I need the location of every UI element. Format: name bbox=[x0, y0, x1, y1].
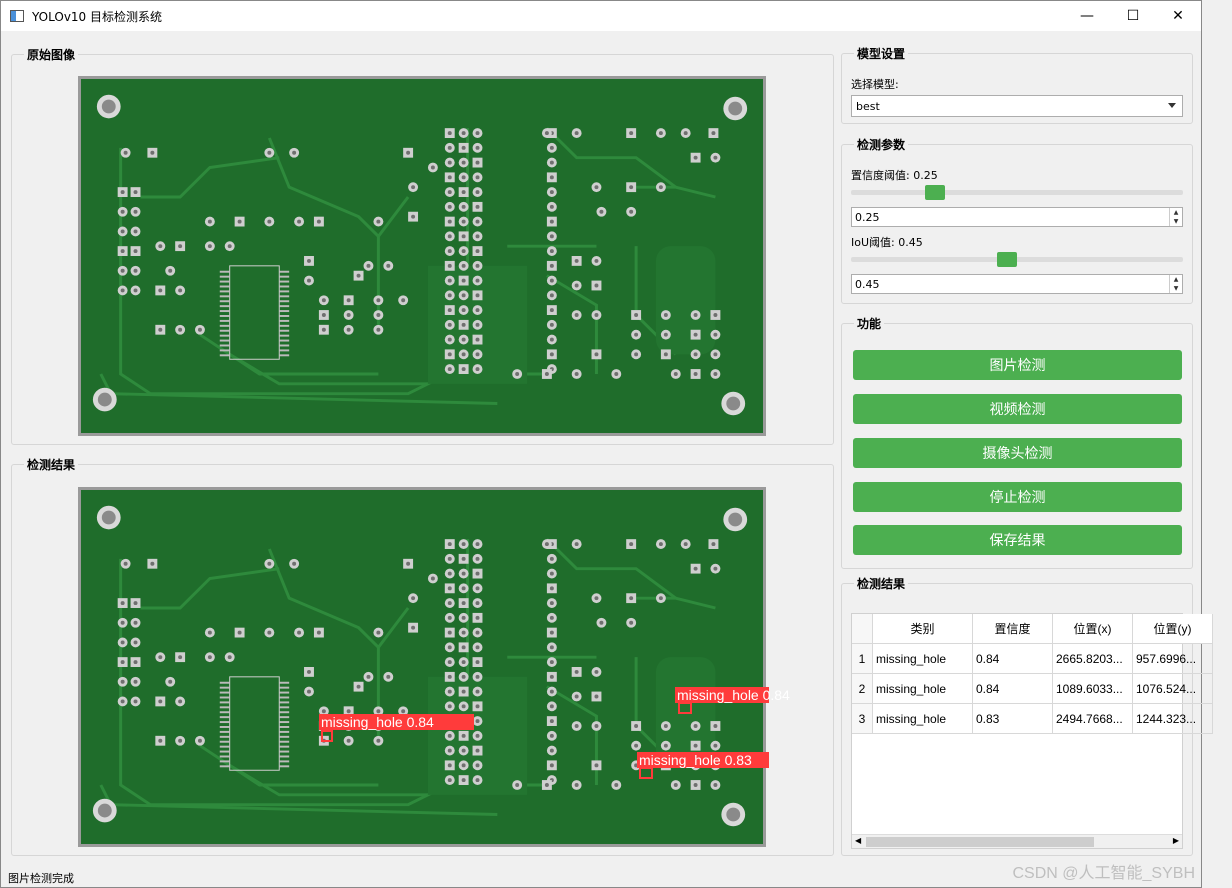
column-header[interactable]: 置信度 bbox=[973, 614, 1053, 644]
stop-detect-button[interactable]: 停止检测 bbox=[853, 482, 1182, 512]
results-table: 类别 置信度 位置(x) 位置(y) 1 missing_hole 0.84 2… bbox=[851, 613, 1213, 849]
table-header-row: 类别 置信度 位置(x) 位置(y) bbox=[852, 614, 1232, 644]
status-bar-text: 图片检测完成 bbox=[8, 872, 74, 885]
minimize-icon[interactable]: — bbox=[1080, 8, 1094, 24]
scrollbar-thumb[interactable] bbox=[866, 837, 1094, 847]
close-icon[interactable]: ✕ bbox=[1172, 8, 1184, 24]
model-select[interactable]: best bbox=[851, 95, 1183, 117]
detection-label: missing_hole 0.83 bbox=[637, 752, 769, 768]
result-image-group: 检测结果 missing_hole 0.84 missing_hole 0.84… bbox=[11, 456, 834, 856]
app-icon bbox=[10, 10, 24, 22]
result-image-title: 检测结果 bbox=[24, 456, 79, 473]
chevron-down-icon bbox=[1168, 103, 1176, 108]
maximize-icon[interactable]: ☐ bbox=[1126, 8, 1140, 24]
window-title: YOLOv10 目标检测系统 bbox=[32, 9, 163, 24]
model-select-value: best bbox=[856, 99, 880, 113]
detection-label: missing_hole 0.84 bbox=[675, 687, 790, 703]
cell-confidence: 0.84 bbox=[973, 644, 1053, 674]
detection-params-group: 检测参数 置信度阈值: 0.25 0.25 ▲▼ IoU阈值: 0.45 0.4… bbox=[841, 136, 1193, 304]
save-result-button[interactable]: 保存结果 bbox=[853, 525, 1182, 555]
column-header[interactable]: 类别 bbox=[873, 614, 973, 644]
table-row[interactable]: 2 missing_hole 0.84 1089.6033... 1076.52… bbox=[852, 674, 1232, 704]
detection-params-title: 检测参数 bbox=[854, 136, 909, 153]
function-group: 功能 图片检测 视频检测 摄像头检测 停止检测 保存结果 bbox=[841, 315, 1193, 569]
detection-box bbox=[678, 702, 692, 714]
column-header[interactable]: 位置(y) bbox=[1133, 614, 1213, 644]
cell-position-y: 957.6996... bbox=[1133, 644, 1213, 674]
cell-position-x: 2494.7668... bbox=[1053, 704, 1133, 734]
conf-threshold-label: 置信度阈值: 0.25 bbox=[851, 169, 938, 182]
conf-spinbox[interactable]: 0.25 ▲▼ bbox=[851, 207, 1183, 227]
cell-position-y: 1244.323... bbox=[1133, 704, 1213, 734]
function-title: 功能 bbox=[854, 315, 885, 332]
cell-class: missing_hole bbox=[873, 704, 973, 734]
cell-position-x: 1089.6033... bbox=[1053, 674, 1133, 704]
scroll-left-icon[interactable]: ◀ bbox=[855, 836, 862, 845]
cell-class: missing_hole bbox=[873, 674, 973, 704]
spin-arrows-icon[interactable]: ▲▼ bbox=[1169, 208, 1182, 226]
iou-slider[interactable] bbox=[851, 249, 1183, 269]
cell-position-y: 1076.524... bbox=[1133, 674, 1213, 704]
table-row[interactable]: 1 missing_hole 0.84 2665.8203... 957.699… bbox=[852, 644, 1232, 674]
image-detect-button[interactable]: 图片检测 bbox=[853, 350, 1182, 380]
cell-position-x: 2665.8203... bbox=[1053, 644, 1133, 674]
camera-detect-button[interactable]: 摄像头检测 bbox=[853, 438, 1182, 468]
horizontal-scrollbar[interactable]: ◀ ▶ bbox=[852, 834, 1182, 848]
cell-confidence: 0.84 bbox=[973, 674, 1053, 704]
conf-slider-track bbox=[851, 190, 1183, 195]
model-settings-group: 模型设置 选择模型: best bbox=[841, 45, 1193, 124]
conf-spinbox-value: 0.25 bbox=[855, 210, 880, 224]
detection-label: missing_hole 0.84 bbox=[319, 714, 474, 730]
iou-threshold-label: IoU阈值: 0.45 bbox=[851, 236, 923, 249]
row-index: 3 bbox=[852, 704, 873, 734]
detection-box bbox=[639, 767, 653, 779]
cell-confidence: 0.83 bbox=[973, 704, 1053, 734]
conf-slider[interactable] bbox=[851, 182, 1183, 202]
row-index: 1 bbox=[852, 644, 873, 674]
model-select-label: 选择模型: bbox=[851, 78, 899, 91]
results-table-title: 检测结果 bbox=[854, 575, 909, 592]
table-corner bbox=[852, 614, 873, 644]
iou-spinbox[interactable]: 0.45 ▲▼ bbox=[851, 274, 1183, 294]
spin-arrows-icon[interactable]: ▲▼ bbox=[1169, 275, 1182, 293]
table-row[interactable]: 3 missing_hole 0.83 2494.7668... 1244.32… bbox=[852, 704, 1232, 734]
video-detect-button[interactable]: 视频检测 bbox=[853, 394, 1182, 424]
cell-class: missing_hole bbox=[873, 644, 973, 674]
scroll-right-icon[interactable]: ▶ bbox=[1172, 836, 1179, 845]
original-pcb-image bbox=[78, 76, 766, 436]
original-image-group: 原始图像 bbox=[11, 46, 834, 445]
detection-box bbox=[321, 730, 333, 742]
original-image-title: 原始图像 bbox=[24, 46, 79, 63]
watermark: CSDN @人工智能_SYBH bbox=[1012, 865, 1196, 882]
results-table-group: 检测结果 类别 置信度 位置(x) 位置(y) 1 missing_hole 0… bbox=[841, 575, 1213, 856]
column-header[interactable]: 位置(x) bbox=[1053, 614, 1133, 644]
model-settings-title: 模型设置 bbox=[854, 45, 909, 62]
iou-spinbox-value: 0.45 bbox=[855, 277, 880, 291]
title-bar: YOLOv10 目标检测系统 — ☐ ✕ bbox=[1, 1, 1201, 31]
conf-slider-handle[interactable] bbox=[925, 185, 946, 200]
row-index: 2 bbox=[852, 674, 873, 704]
iou-slider-handle[interactable] bbox=[997, 252, 1018, 267]
result-pcb-image: missing_hole 0.84 missing_hole 0.84 miss… bbox=[78, 487, 790, 847]
